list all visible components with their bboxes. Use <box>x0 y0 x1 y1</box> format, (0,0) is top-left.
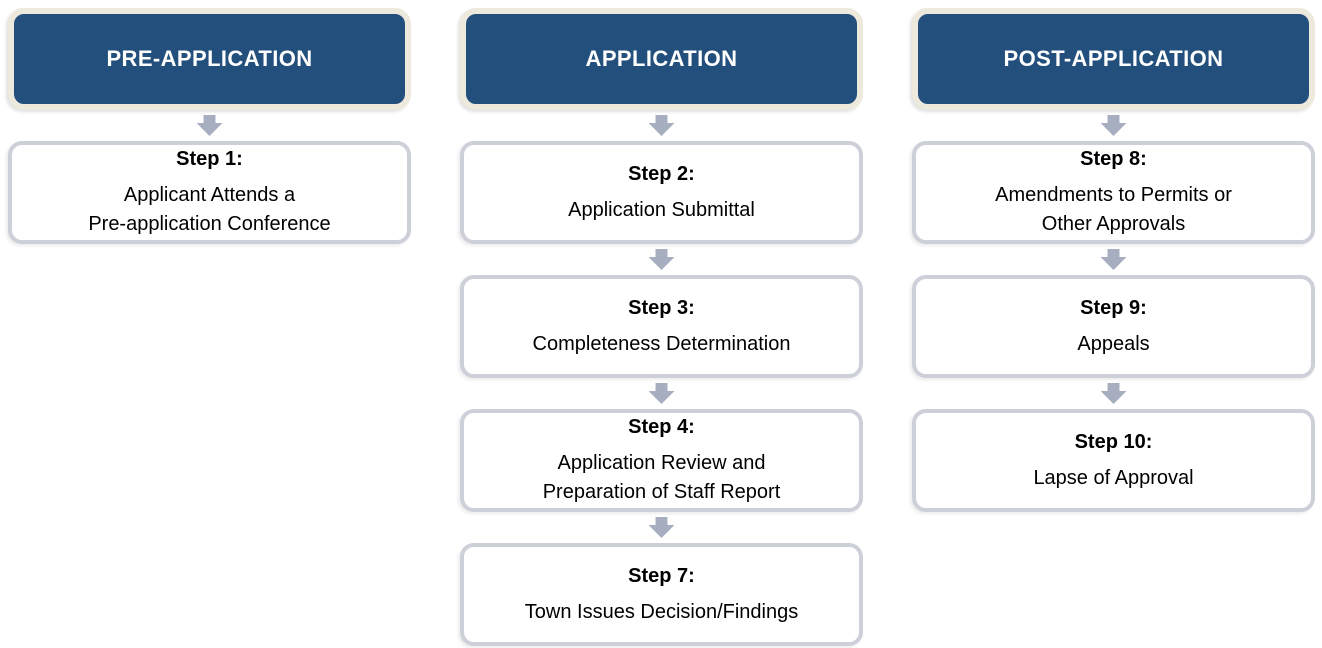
step-box-3: Step 3: Completeness Determination <box>460 275 863 378</box>
down-arrow <box>912 378 1315 409</box>
down-arrow <box>912 110 1315 141</box>
step-body: Application Review and Preparation of St… <box>542 452 781 503</box>
step-box-4: Step 4: Application Review and Preparati… <box>460 409 863 512</box>
phase-header-post-application: POST-APPLICATION <box>912 8 1315 110</box>
down-arrow <box>460 244 863 275</box>
step-title: Step 7: <box>628 564 695 587</box>
down-arrow-icon <box>1100 383 1127 404</box>
step-box-8: Step 8: Amendments to Permits or Other A… <box>912 141 1315 244</box>
step-box-2: Step 2: Application Submittal <box>460 141 863 244</box>
phase-header-label: POST-APPLICATION <box>1003 46 1224 71</box>
step-body: Application Submittal <box>568 198 755 221</box>
column-pre-application: PRE-APPLICATION Step 1: Applicant Attend… <box>8 8 411 648</box>
step-title: Step 10: <box>1074 430 1153 453</box>
step-body: Completeness Determination <box>532 332 791 355</box>
down-arrow-icon <box>648 383 675 404</box>
step-body: Amendments to Permits or Other Approvals <box>995 184 1232 235</box>
phase-header-label: PRE-APPLICATION <box>106 46 313 71</box>
down-arrow <box>8 110 411 141</box>
down-arrow-icon <box>648 517 675 538</box>
down-arrow-icon <box>1100 115 1127 136</box>
step-box-9: Step 9: Appeals <box>912 275 1315 378</box>
down-arrow-icon <box>1100 249 1127 270</box>
down-arrow-icon <box>648 249 675 270</box>
step-box-10: Step 10: Lapse of Approval <box>912 409 1315 512</box>
down-arrow <box>460 378 863 409</box>
column-post-application: POST-APPLICATION Step 8: Amendments to P… <box>912 8 1315 648</box>
step-title: Step 3: <box>628 296 695 319</box>
step-title: Step 1: <box>176 148 243 170</box>
down-arrow <box>460 512 863 543</box>
phase-header-application: APPLICATION <box>460 8 863 110</box>
down-arrow-icon <box>648 115 675 136</box>
step-box-7: Step 7: Town Issues Decision/Findings <box>460 543 863 646</box>
down-arrow <box>912 244 1315 275</box>
step-title: Step 8: <box>1080 148 1147 170</box>
column-application: APPLICATION Step 2: Application Submitta… <box>460 8 863 648</box>
down-arrow-icon <box>196 115 223 136</box>
down-arrow <box>460 110 863 141</box>
step-body: Appeals <box>1077 332 1150 355</box>
phase-header-label: APPLICATION <box>585 46 738 71</box>
step-title: Step 4: <box>628 416 695 438</box>
step-box-1: Step 1: Applicant Attends a Pre-applicat… <box>8 141 411 244</box>
phase-header-pre-application: PRE-APPLICATION <box>8 8 411 110</box>
step-body: Town Issues Decision/Findings <box>524 600 799 623</box>
step-title: Step 2: <box>628 162 695 185</box>
step-body: Lapse of Approval <box>1033 466 1194 489</box>
step-body: Applicant Attends a Pre-application Conf… <box>88 184 331 235</box>
step-title: Step 9: <box>1080 296 1147 319</box>
